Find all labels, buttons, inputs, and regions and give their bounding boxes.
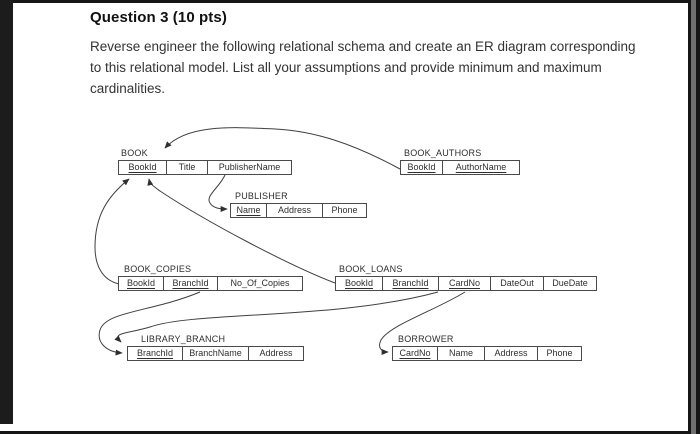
book_copies-column-No_Of_Copies: No_Of_Copies: [218, 277, 302, 290]
publisher-column-Phone: Phone: [323, 204, 366, 217]
question-body: Reverse engineer the following relationa…: [90, 36, 636, 99]
borrower-column-CardNo: CardNo: [393, 347, 438, 360]
left-border-bar: [0, 0, 13, 424]
library_branch-column-BranchName: BranchName: [183, 347, 249, 360]
book_loans-column-DateOut: DateOut: [491, 277, 544, 290]
relation-book-publishername-to-publisher-name: [208, 174, 228, 212]
question-title: Question 3 (10 pts): [90, 9, 227, 26]
table-label-book_loans: BOOK_LOANS: [339, 264, 403, 274]
body-line-1: Reverse engineer the following relationa…: [90, 39, 636, 54]
publisher-column-Name: Name: [231, 204, 267, 217]
table-label-publisher: PUBLISHER: [235, 191, 288, 201]
book-column-BookId: BookId: [119, 161, 167, 174]
scrollbar-track[interactable]: [688, 0, 700, 434]
body-line-3: cardinalities.: [90, 81, 166, 96]
borrower-column-Name: Name: [438, 347, 485, 360]
library_branch-column-BranchId: BranchId: [128, 347, 183, 360]
publisher-column-Address: Address: [267, 204, 323, 217]
book_authors-column-BookId: BookId: [401, 161, 443, 174]
book_copies-column-BookId: BookId: [119, 277, 164, 290]
table-label-library_branch: LIBRARY_BRANCH: [141, 334, 226, 344]
borrower-column-Phone: Phone: [538, 347, 581, 360]
book-column-Title: Title: [167, 161, 208, 174]
body-line-2: to this relational model. List all your …: [90, 60, 602, 75]
book_loans-column-CardNo: CardNo: [439, 277, 491, 290]
book_copies-column-BranchId: BranchId: [164, 277, 218, 290]
table-label-book: BOOK: [121, 148, 148, 158]
bottom-border-bar: [0, 431, 700, 434]
book_loans-column-DueDate: DueDate: [544, 277, 596, 290]
scrollbar-thumb[interactable]: [691, 0, 696, 434]
book_authors-column-AuthorName: AuthorName: [443, 161, 519, 174]
table-label-borrower: BORROWER: [398, 334, 454, 344]
library_branch-column-Address: Address: [249, 347, 303, 360]
book-column-PublisherName: PublisherName: [208, 161, 291, 174]
borrower-column-Address: Address: [485, 347, 538, 360]
table-label-book_copies: BOOK_COPIES: [124, 264, 192, 274]
book_loans-column-BookId: BookId: [336, 277, 383, 290]
top-border-bar: [0, 0, 700, 3]
book_loans-column-BranchId: BranchId: [383, 277, 439, 290]
table-label-book_authors: BOOK_AUTHORS: [404, 148, 482, 158]
